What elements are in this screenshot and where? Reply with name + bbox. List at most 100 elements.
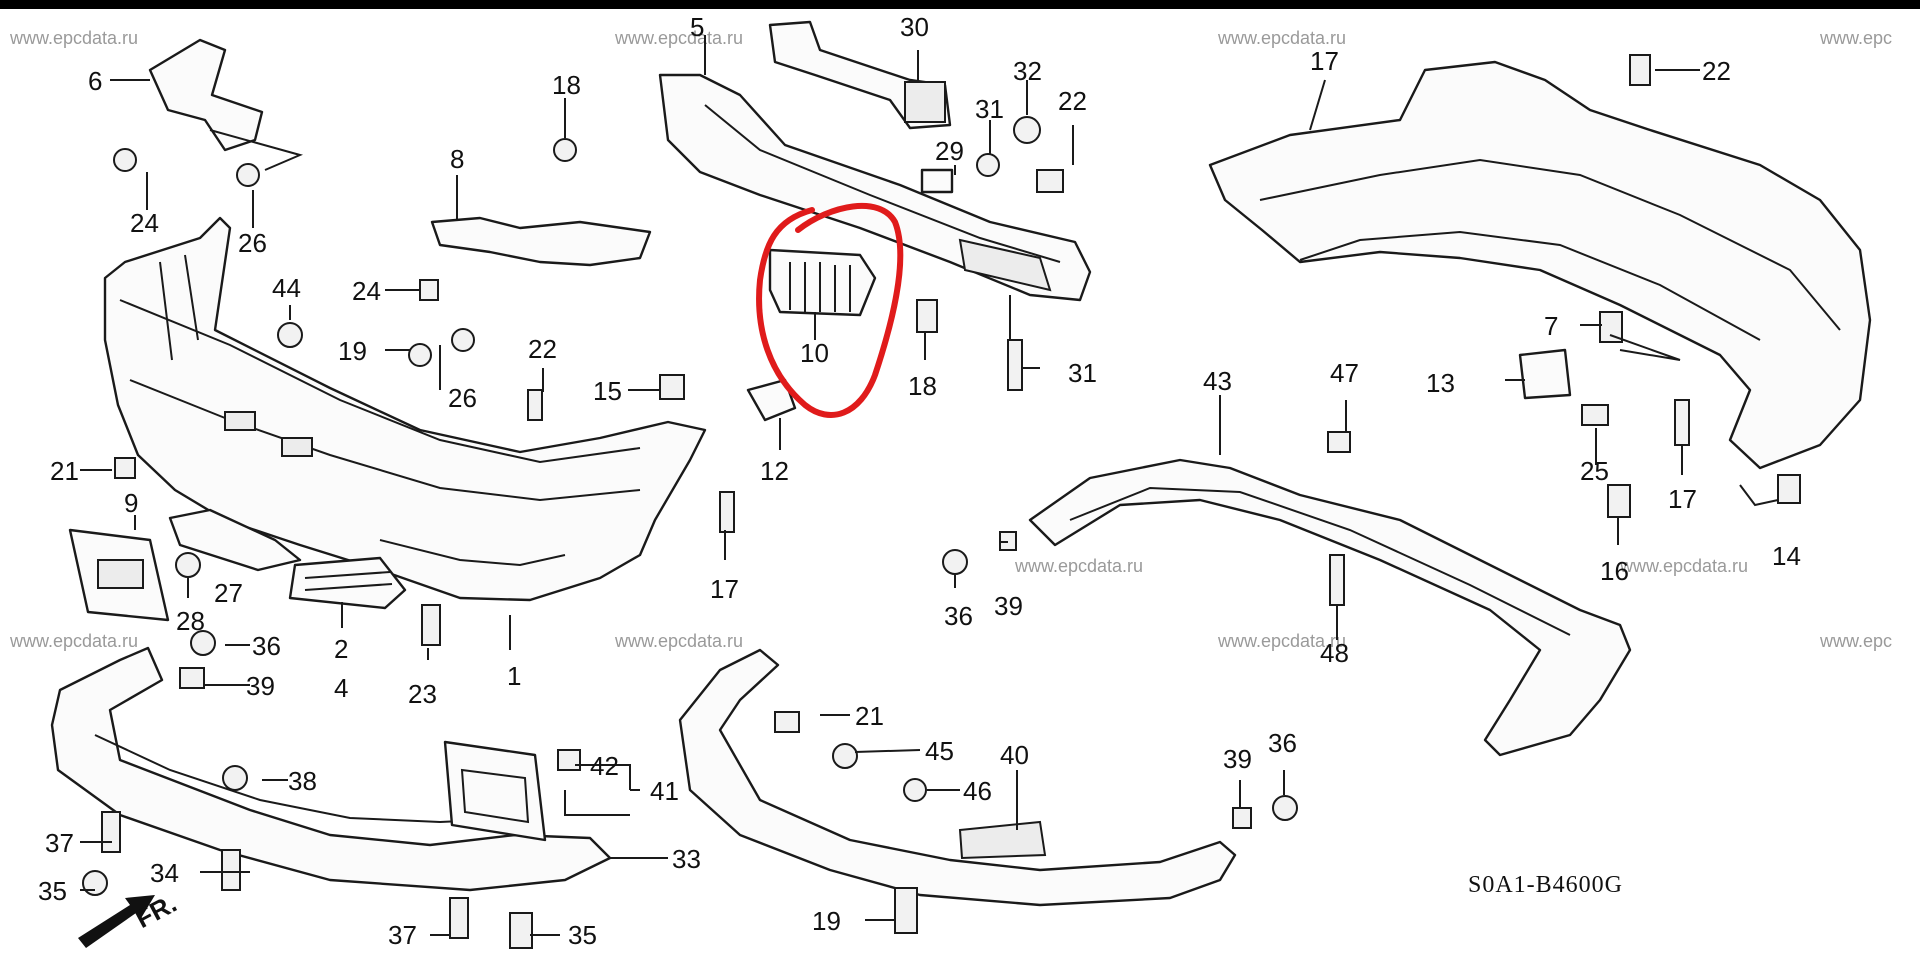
- callout-25: 25: [1580, 456, 1609, 486]
- absorber-30: [768, 20, 952, 130]
- callout-22: 22: [528, 334, 557, 364]
- callout-4: 4: [334, 673, 348, 703]
- clip-29: [920, 168, 954, 194]
- fog-grille-2-4: [288, 556, 407, 610]
- callout-18: 18: [552, 70, 581, 100]
- callout-35: 35: [568, 920, 597, 950]
- diagram-fast: [942, 549, 968, 575]
- leader-lines: [80, 35, 1779, 936]
- callout-29: 29: [935, 136, 964, 166]
- diagram-ln: [119, 299, 641, 464]
- callout-40: 40: [1000, 740, 1029, 770]
- diagram-ln: [1299, 230, 1761, 341]
- diagram-fast: [179, 667, 205, 689]
- callout-13: 13: [1426, 368, 1455, 398]
- bracket-13: [1518, 348, 1572, 400]
- callout-23: 23: [408, 679, 437, 709]
- callout-36: 36: [252, 631, 281, 661]
- callout-32: 32: [1013, 56, 1042, 86]
- callout-27: 27: [214, 578, 243, 608]
- callout-37: 37: [45, 828, 74, 858]
- diagram-part-shade: [958, 238, 1052, 292]
- callout-31: 31: [1068, 358, 1097, 388]
- callout-1: 1: [507, 661, 521, 691]
- watermark: www.epcdata.ru: [1217, 28, 1346, 48]
- rear-lower-spoiler-40: [678, 648, 1237, 907]
- diagram-fast: [1674, 399, 1690, 446]
- callout-2: 2: [334, 634, 348, 664]
- callout-48: 48: [1320, 638, 1349, 668]
- diagram-fast: [553, 138, 577, 162]
- bumper-slot: [224, 411, 256, 431]
- front-bumper-beam-5: [658, 73, 1092, 302]
- callout-26: 26: [448, 383, 477, 413]
- callout-17: 17: [710, 574, 739, 604]
- diagram-ln: [460, 768, 530, 824]
- callout-34: 34: [150, 858, 179, 888]
- callout-30: 30: [900, 12, 929, 42]
- callout-46: 46: [963, 776, 992, 806]
- diagram-part: [768, 248, 877, 317]
- callout-47: 47: [1330, 358, 1359, 388]
- diagram-fast: [451, 328, 475, 352]
- callout-36: 36: [944, 601, 973, 631]
- rear-absorber-43: [1028, 458, 1632, 757]
- diagram-fast: [277, 322, 303, 348]
- callout-labels: 6 24 26 18 8 44 24 19 26 22 15 21 9 28 2…: [38, 12, 1801, 950]
- diagram-fast: [419, 279, 439, 301]
- diagram-fast: [190, 630, 216, 656]
- callout-21: 21: [50, 456, 79, 486]
- diagram-code: S0A1-B4600G: [1468, 872, 1623, 898]
- license-bracket-41: [443, 740, 547, 842]
- diagram-fast: [1036, 169, 1064, 193]
- watermark: www.epcdata.ru: [1014, 556, 1143, 576]
- callout-15: 15: [593, 376, 622, 406]
- front-direction-arrow: FR.: [78, 888, 181, 948]
- diagram-fast: [1581, 404, 1609, 426]
- callout-33: 33: [672, 844, 701, 874]
- diagram-fast: [976, 153, 1000, 177]
- diagram-fast: [1599, 311, 1623, 343]
- diagram-part: [148, 38, 264, 152]
- callout-9: 9: [124, 488, 138, 518]
- callout-24: 24: [130, 208, 159, 238]
- bracket-6: [148, 38, 304, 171]
- diagram-fast: [832, 743, 858, 769]
- diagram-ln: [789, 262, 851, 312]
- callout-17: 17: [1310, 46, 1339, 76]
- diagram-fast: [449, 897, 469, 939]
- plate-opening: [97, 559, 144, 589]
- callout-17: 17: [1668, 484, 1697, 514]
- diagram-fast: [1629, 54, 1651, 86]
- watermark: www.epcdata.ru: [9, 28, 138, 48]
- front-bumper-cover: [103, 216, 707, 602]
- callout-22: 22: [1702, 56, 1731, 86]
- callout-24: 24: [352, 276, 381, 306]
- callout-22: 22: [1058, 86, 1087, 116]
- diagram-fast: [903, 778, 927, 802]
- diagram-fast: [113, 148, 137, 172]
- rear-spoiler-tab: [958, 820, 1047, 860]
- diagram-path: [78, 895, 155, 948]
- diagram-part-shade: [904, 81, 946, 123]
- bumper-slot: [281, 437, 313, 457]
- diagram-ln: [1739, 484, 1779, 507]
- diagram-ln: [854, 749, 921, 753]
- callout-41: 41: [650, 776, 679, 806]
- callout-19: 19: [812, 906, 841, 936]
- diagram-fast: [1777, 474, 1801, 504]
- callout-19: 19: [338, 336, 367, 366]
- callout-36: 36: [1268, 728, 1297, 758]
- diagram-fast: [421, 604, 441, 646]
- diagram-ln: [1259, 158, 1841, 331]
- callout-39: 39: [1223, 744, 1252, 774]
- watermark: www.epc: [1819, 28, 1892, 48]
- callout-12: 12: [760, 456, 789, 486]
- callout-31: 31: [975, 94, 1004, 124]
- callout-45: 45: [925, 736, 954, 766]
- diagram-fast: [114, 457, 136, 479]
- diagram-ln: [379, 539, 566, 567]
- diagram-fast: [1272, 795, 1298, 821]
- watermark: www.epcdata.ru: [614, 28, 743, 48]
- diagram-ln: [704, 104, 1061, 263]
